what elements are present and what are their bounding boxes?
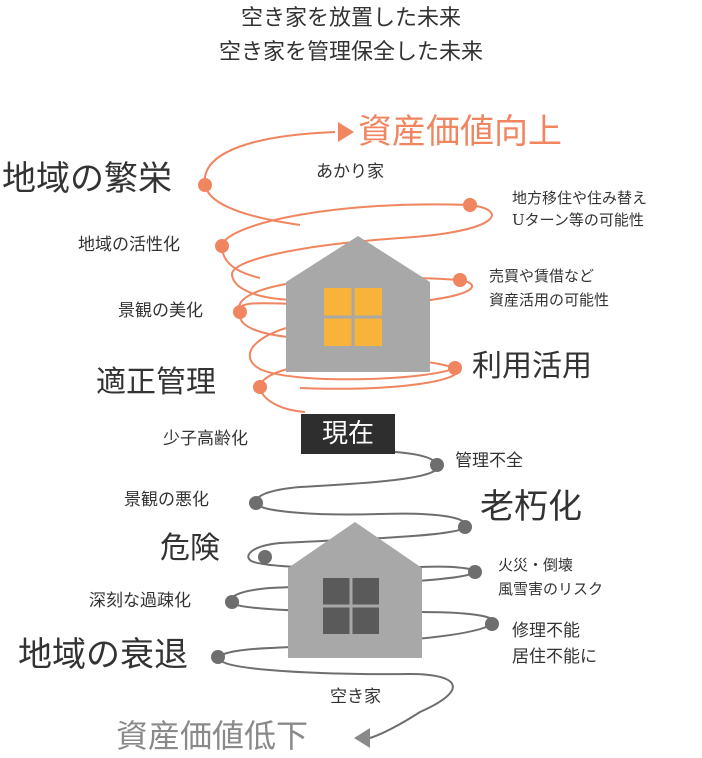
label-danger: 危険 [160, 531, 220, 566]
dot-depopulation [225, 595, 239, 609]
label-vacant-house: 空き家 [330, 687, 381, 707]
label-poor-management: 管理不全 [455, 451, 523, 471]
asset-value-decrease: 資産価値低下 [116, 717, 309, 755]
dot-landscape-beautify [233, 305, 247, 319]
label-regional-revitalization: 地域の活性化 [78, 235, 180, 255]
dot-proper-management [253, 380, 267, 394]
upper-spiral-segment-1 [259, 386, 306, 413]
label-landscape-worse: 景観の悪化 [124, 490, 209, 510]
now-badge: 現在 [301, 414, 395, 454]
upper-house [286, 236, 430, 372]
label-sale-line1: 売買や賃借など [489, 267, 595, 285]
upper-arrowhead [338, 122, 354, 142]
lower-dots [211, 458, 499, 664]
dot-migration [463, 198, 477, 212]
dot-poor-management [430, 458, 444, 472]
label-landscape-beautify: 景観の美化 [118, 301, 203, 321]
upper-spiral-segment-6 [221, 203, 493, 301]
lower-spiral-segment-2 [254, 464, 467, 528]
dot-landscape-worse [249, 496, 263, 510]
lower-house [288, 522, 422, 658]
upper-spiral-segment-4 [238, 276, 474, 313]
label-regional-prosperity: 地域の繁栄 [2, 159, 172, 199]
upper-spiral-segment-3 [248, 317, 456, 381]
label-migration-line2: Uターン等の可能性 [512, 211, 644, 229]
lower-arrowhead [354, 728, 370, 748]
label-depopulation: 深刻な過疎化 [89, 591, 191, 611]
title-line2: 空き家を管理保全した未来 [218, 40, 483, 65]
dot-regional-revitalization [215, 239, 229, 253]
upper-dots [198, 178, 477, 394]
label-fire-line2: 風雪害のリスク [498, 580, 604, 598]
label-repair-line1: 修理不能 [512, 621, 580, 641]
dot-regional-decline [211, 650, 225, 664]
upper-spiral-segment-9 [221, 245, 261, 279]
dot-regional-prosperity [198, 178, 212, 192]
label-repair-line2: 居住不能に [512, 647, 597, 667]
upper-spiral-segment-8 [204, 184, 301, 226]
dot-deterioration [458, 520, 472, 534]
label-proper-management: 適正管理 [96, 365, 216, 400]
label-regional-decline: 地域の衰退 [18, 635, 188, 675]
label-migration-line1: 地方移住や住み替え [512, 189, 648, 207]
label-akari-house: あかり家 [316, 162, 384, 182]
dot-fire [468, 565, 482, 579]
dot-sale [453, 273, 467, 287]
upper-spiral-segment-7 [203, 131, 336, 186]
label-sale-line2: 資産活用の可能性 [489, 291, 610, 309]
dot-utilization [448, 361, 462, 375]
label-utilization: 利用活用 [472, 349, 592, 384]
dot-repair [485, 617, 499, 631]
asset-value-increase: 資産価値向上 [358, 112, 562, 152]
label-fire-line1: 火災・倒壊 [498, 556, 574, 574]
label-deterioration: 老朽化 [480, 487, 582, 527]
dot-danger [258, 550, 272, 564]
label-aging-society: 少子高齢化 [163, 429, 248, 449]
title-line1: 空き家を放置した未来 [240, 6, 461, 31]
